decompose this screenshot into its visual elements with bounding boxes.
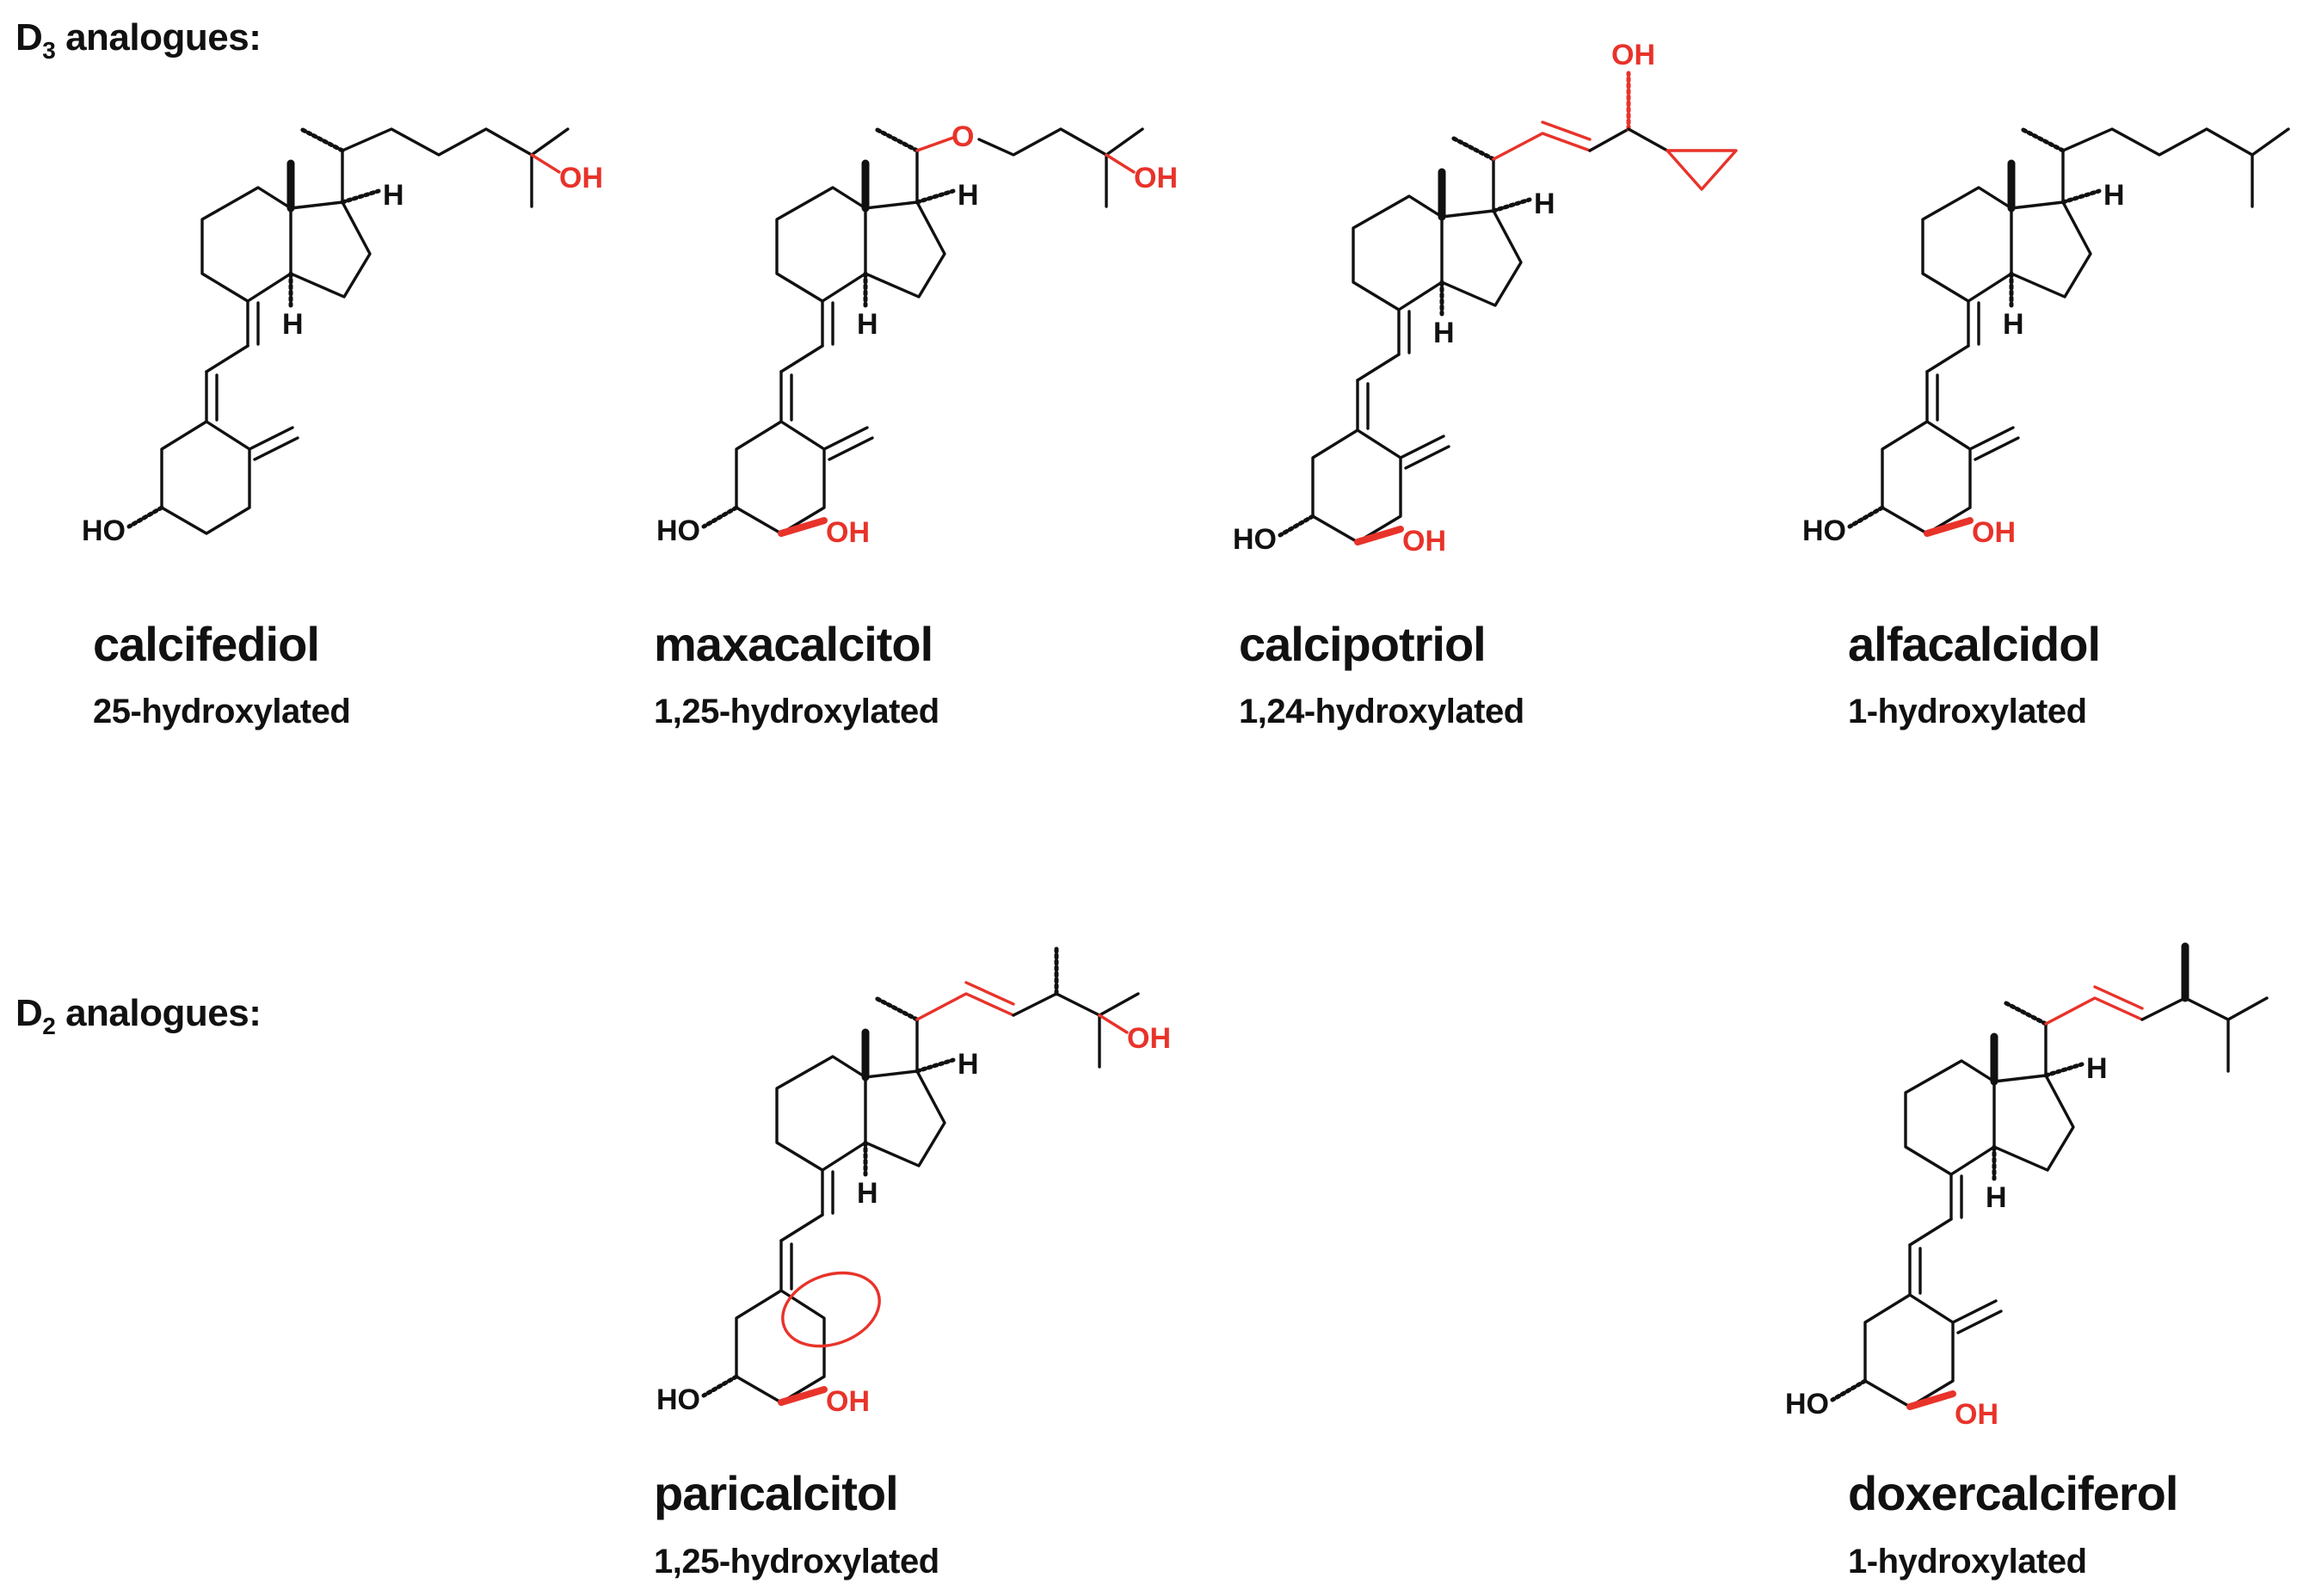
alfacalcidol-structure: OH H H HO — [1802, 129, 2290, 549]
alfacalcidol-description: 1-hydroxylated — [1848, 693, 2087, 730]
paricalcitol-h-14: H — [857, 1177, 878, 1210]
maxacalcitol-ho-3: HO — [656, 515, 700, 547]
maxacalcitol-name: maxacalcitol — [654, 617, 933, 671]
maxacalcitol-structure: O OH OH H H HO — [656, 120, 1178, 549]
alfacalcidol-h-14: H — [2003, 308, 2024, 341]
doxercalciferol-ho-3: HO — [1785, 1388, 1829, 1420]
calcifediol-structure: OH H H HO — [82, 129, 603, 547]
calcipotriol-ho-3: HO — [1233, 523, 1277, 556]
alfacalcidol-ho-3: HO — [1802, 515, 1846, 547]
paricalcitol-h-17: H — [958, 1048, 979, 1081]
calcipotriol-name: calcipotriol — [1239, 617, 1486, 671]
calcipotriol-oh-24: OH — [1611, 39, 1655, 71]
calcipotriol-description: 1,24-hydroxylated — [1239, 693, 1524, 730]
alfacalcidol-name: alfacalcidol — [1848, 617, 2100, 671]
doxercalciferol-h-17: H — [2086, 1052, 2108, 1085]
doxercalciferol-description: 1-hydroxylated — [1848, 1543, 2087, 1581]
paricalcitol-structure: OH OH H H HO — [656, 944, 1171, 1418]
doxercalciferol-structure: OH H H HO — [1785, 942, 2269, 1431]
paricalcitol-19-nor-highlight — [781, 1271, 881, 1348]
calcifediol-oh-25: OH — [559, 162, 603, 194]
calcifediol-name: calcifediol — [93, 617, 319, 671]
paricalcitol-oh-1: OH — [826, 1385, 870, 1418]
paricalcitol-oh-25: OH — [1127, 1022, 1171, 1055]
calcipotriol-structure: OH OH H H HO — [1233, 39, 1738, 558]
alfacalcidol-h-17: H — [2103, 179, 2125, 212]
maxacalcitol-h-14: H — [857, 308, 878, 341]
maxacalcitol-h-17: H — [958, 179, 979, 212]
calcifediol-ho-3: HO — [82, 515, 126, 547]
maxacalcitol-oh-25: OH — [1134, 162, 1178, 194]
calcipotriol-oh-1: OH — [1402, 525, 1446, 558]
d2-section-heading: D2 analogues: — [15, 992, 261, 1039]
calcipotriol-h-17: H — [1534, 188, 1555, 220]
doxercalciferol-h-14: H — [1986, 1181, 2007, 1214]
calcifediol-h-17: H — [383, 179, 404, 212]
maxacalcitol-description: 1,25-hydroxylated — [654, 693, 939, 730]
calcipotriol-h-14: H — [1433, 317, 1455, 349]
paricalcitol-name: paricalcitol — [654, 1466, 898, 1520]
paricalcitol-description: 1,25-hydroxylated — [654, 1543, 939, 1581]
d3-section-heading: D3 analogues: — [15, 16, 261, 64]
paricalcitol-ho-3: HO — [656, 1383, 700, 1416]
maxacalcitol-oh-1: OH — [826, 516, 870, 549]
calcifediol-description: 25-hydroxylated — [93, 693, 350, 730]
maxacalcitol-o-ether: O — [951, 120, 974, 153]
doxercalciferol-name: doxercalciferol — [1848, 1466, 2177, 1520]
alfacalcidol-oh-1: OH — [1972, 516, 2016, 549]
calcifediol-h-14: H — [282, 308, 304, 341]
doxercalciferol-oh-1: OH — [1955, 1398, 1998, 1431]
